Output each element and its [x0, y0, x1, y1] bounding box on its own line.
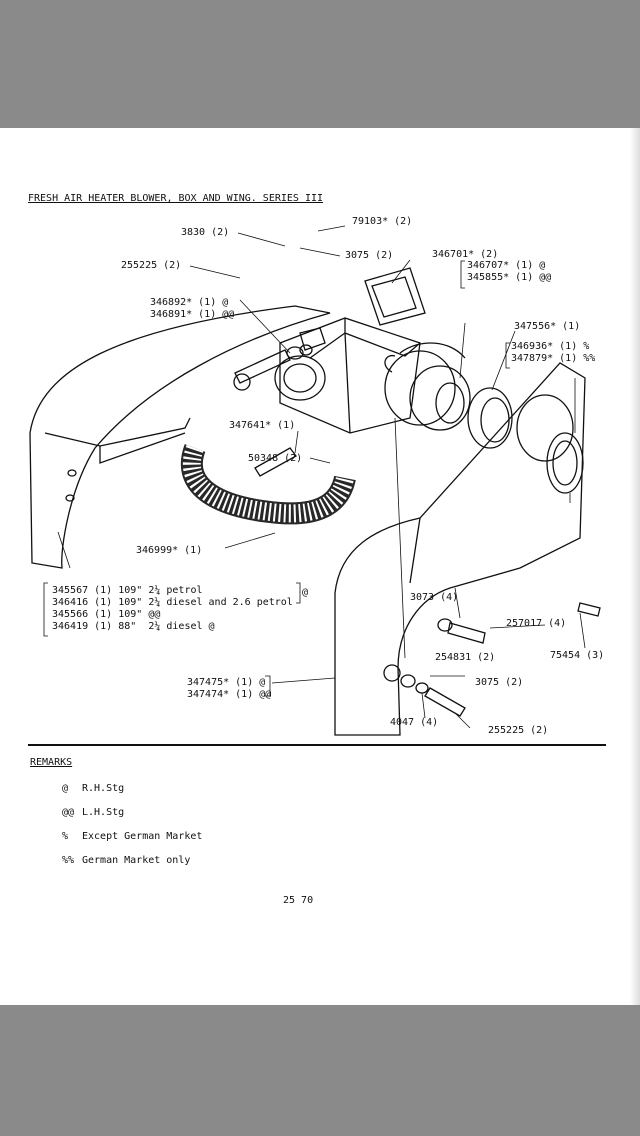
blower-motor: [384, 350, 456, 426]
part-label: 346707* (1) @: [467, 260, 546, 271]
part-label: 257017 (4): [506, 618, 567, 629]
part-label: 347556* (1): [514, 321, 581, 332]
part-label: 255225 (2): [121, 260, 182, 271]
part-label: 3075 (2): [475, 677, 524, 688]
table-row: 345567 (1) 109" 2¼ petrol: [52, 585, 203, 596]
right-wing-panel: [334, 362, 586, 736]
part-label: 347641* (1): [229, 420, 296, 431]
remark-symbol: @@: [62, 807, 75, 818]
page-number: 25 70: [283, 895, 314, 906]
remark-text: Except German Market: [82, 831, 203, 842]
part-label: 347474* (1) @@: [187, 689, 272, 700]
bracket-symbol: @: [302, 587, 309, 598]
exploded-parts-diagram: [29, 225, 601, 736]
part-label: 4047 (4): [390, 717, 439, 728]
part-label: 254831 (2): [435, 652, 496, 663]
page-title: FRESH AIR HEATER BLOWER, BOX AND WING. S…: [28, 193, 324, 204]
remark-text: German Market only: [82, 855, 191, 866]
part-label: 3075 (2): [345, 250, 394, 261]
table-row: 346416 (1) 109" 2¼ diesel and 2.6 petrol: [52, 597, 293, 608]
part-label: 346936* (1) %: [511, 341, 590, 352]
document-page: FRESH AIR HEATER BLOWER, BOX AND WING. S…: [0, 128, 640, 1005]
remark-text: L.H.Stg: [82, 807, 125, 818]
table-row: 346419 (1) 88" 2¼ diesel @: [52, 621, 215, 632]
remark-text: R.H.Stg: [82, 783, 125, 794]
left-wing-panel: [29, 305, 331, 569]
part-label: 75454 (3): [550, 650, 605, 661]
part-label: 79103* (2): [352, 216, 413, 227]
remark-symbol: %: [62, 831, 69, 842]
remark-symbol: %%: [62, 855, 75, 866]
part-label: 347879* (1) %%: [511, 353, 596, 364]
part-label: 346701* (2): [432, 249, 499, 260]
part-label: 346892* (1) @: [150, 297, 229, 308]
part-label: 3830 (2): [181, 227, 230, 238]
section-divider: [28, 744, 606, 746]
page-edge: [630, 128, 640, 1005]
part-label: 346999* (1): [136, 545, 203, 556]
part-label: 345855* (1) @@: [467, 272, 552, 283]
part-label: 3073 (4): [410, 592, 459, 603]
part-label: 255225 (2): [488, 725, 549, 736]
table-row: 345566 (1) 109" @@: [52, 609, 161, 620]
remark-symbol: @: [62, 783, 69, 794]
remarks-heading: REMARKS: [30, 757, 73, 768]
part-label: 50348 (2): [248, 453, 303, 464]
flexible-hose: [180, 444, 356, 525]
part-label: 347475* (1) @: [187, 677, 266, 688]
part-label: 346891* (1) @@: [150, 309, 235, 320]
grille: [546, 432, 584, 494]
